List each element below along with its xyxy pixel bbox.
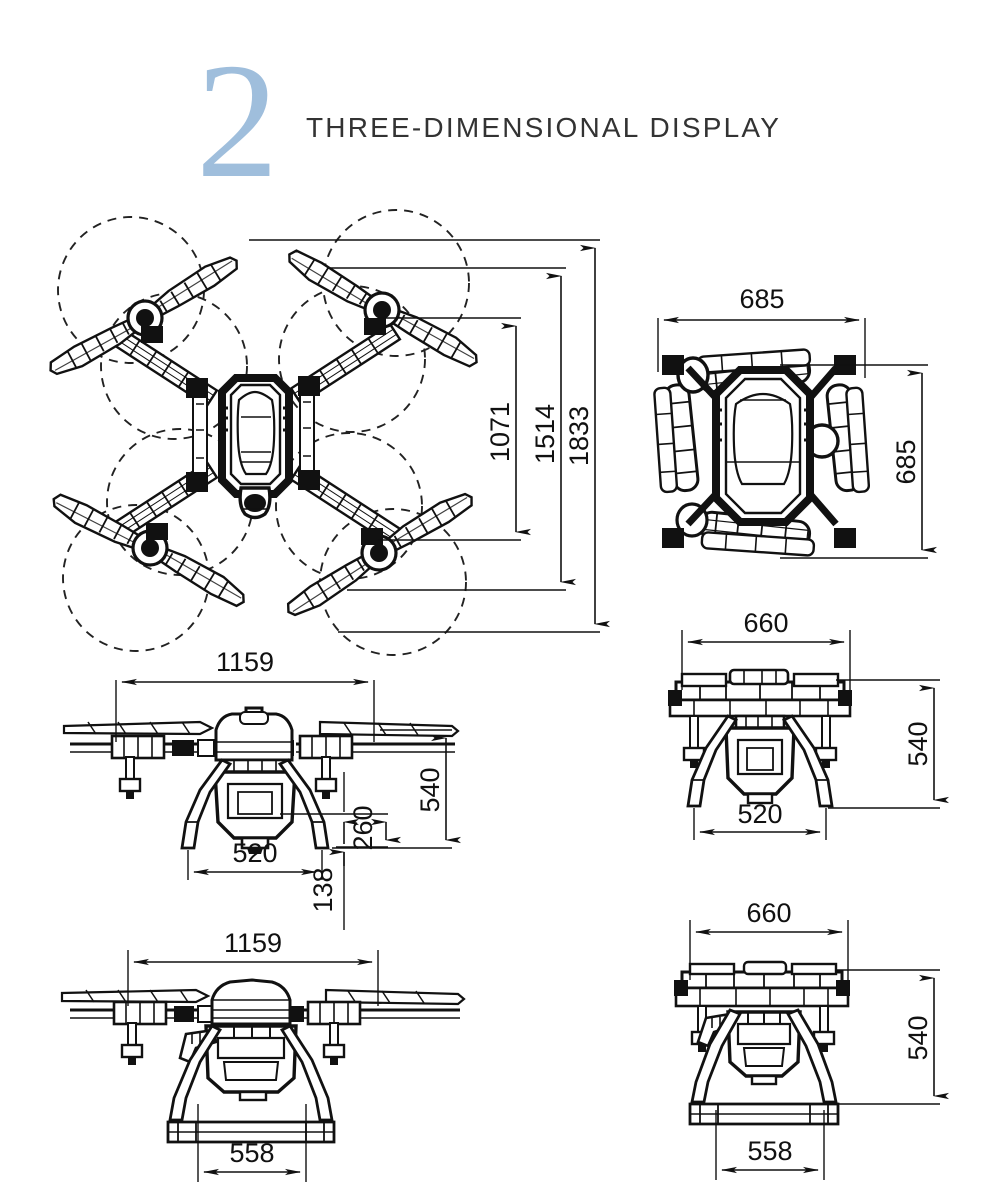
dimension-558-a: 558: [197, 1104, 307, 1182]
payload-pod-front-folded: [724, 714, 796, 805]
dimension-label-660-a: 660: [743, 608, 788, 638]
drone-body-top: [218, 374, 293, 520]
dimension-685-width: 685: [657, 284, 866, 378]
fuselage-rear-unfolded: [210, 978, 292, 1026]
dimension-540-b: 540: [828, 679, 949, 809]
dimension-label-558-a: 558: [229, 1138, 274, 1168]
section-number: 2: [196, 29, 278, 212]
dimension-1514: 1514: [330, 267, 576, 591]
dimension-label-540-a: 540: [415, 767, 445, 812]
propellers-rear-unfolded: [60, 988, 466, 1006]
dimension-540-a: 540: [332, 729, 461, 849]
view-front-folded: 660 540 520: [668, 608, 949, 840]
nozzle-stalks-rear: [120, 1022, 346, 1065]
dimension-label-1514: 1514: [530, 404, 560, 464]
dimension-label-1159-b: 1159: [224, 928, 282, 958]
drone-arms-top: [106, 322, 402, 546]
dimension-540-c: 540: [834, 969, 949, 1105]
landing-gear-front-unfolded: [180, 758, 330, 850]
dimension-label-660-b: 660: [746, 898, 791, 928]
page-header: 2 THREE-DIMENSIONAL DISPLAY: [0, 0, 1000, 215]
view-front-unfolded: 1159 540 520 260: [62, 647, 461, 930]
view-rear-folded: 660 540 558: [674, 898, 949, 1180]
dimension-558-b: 558: [715, 1110, 825, 1180]
nozzle-stalks-front: [118, 756, 338, 799]
view-top-folded: 685 685: [653, 284, 937, 559]
drone-body-top-folded: [685, 365, 839, 527]
view-rear-unfolded: 1159 558: [60, 928, 466, 1182]
folded-deck-rear: [674, 960, 850, 1008]
dimension-label-1071: 1071: [485, 402, 515, 462]
dimension-label-685-width: 685: [739, 284, 784, 314]
dimension-520-b: 520: [693, 799, 827, 840]
dimension-label-1159-a: 1159: [216, 647, 274, 677]
view-top-unfolded: 1833 1514 1071: [44, 209, 610, 656]
dimension-label-558-b: 558: [747, 1136, 792, 1166]
dimension-label-1833: 1833: [564, 406, 594, 466]
dimension-660-a: 660: [681, 608, 851, 690]
dimension-label-685-height: 685: [891, 439, 921, 484]
dimension-260: 260: [280, 805, 401, 851]
dimension-1159-a: 1159: [115, 647, 375, 742]
dimension-520-a: 520: [187, 838, 323, 880]
dimension-label-520-a: 520: [232, 838, 277, 868]
dimension-138: 138: [308, 772, 359, 930]
battery-bay-rear-folded: [726, 1010, 802, 1086]
dimension-label-540-c: 540: [903, 1015, 933, 1060]
dimension-1071: 1071: [378, 317, 531, 541]
dimension-1159-b: 1159: [127, 928, 379, 1006]
nozzle-stalks-front-folded: [682, 715, 838, 768]
page-title: THREE-DIMENSIONAL DISPLAY: [306, 112, 782, 143]
dimension-label-138: 138: [308, 867, 338, 912]
dimension-label-260: 260: [348, 805, 378, 850]
propellers-front-unfolded: [62, 720, 460, 738]
dimension-label-520-b: 520: [737, 799, 782, 829]
dimension-685-height: 685: [780, 364, 937, 559]
battery-bay-rear: [204, 1024, 298, 1102]
folded-deck-front: [668, 668, 852, 718]
fuselage-front-unfolded: [214, 706, 294, 762]
dimension-660-b: 660: [689, 898, 849, 980]
landing-gear-rear-folded: [688, 1008, 840, 1126]
landing-gear-front-folded: [686, 714, 834, 808]
motors-rear-unfolded: [112, 1000, 362, 1026]
dimension-label-540-b: 540: [903, 721, 933, 766]
